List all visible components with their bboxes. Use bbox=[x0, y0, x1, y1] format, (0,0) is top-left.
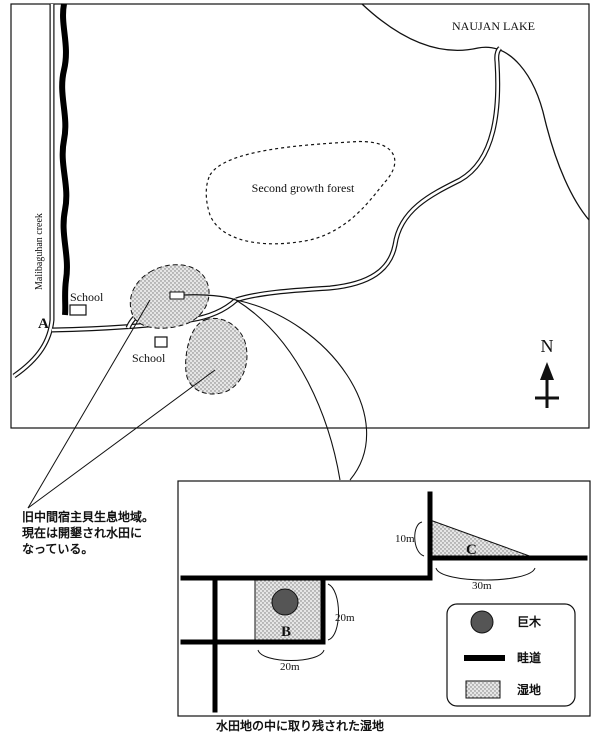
lake-shoreline bbox=[361, 3, 590, 221]
levee-lines bbox=[180, 491, 588, 713]
north-arrow-icon bbox=[535, 362, 559, 408]
forest-label: Second growth forest bbox=[252, 181, 355, 195]
figure-caption: 水田地の中に取り残された湿地 bbox=[215, 719, 384, 733]
callout-line: なっている。 bbox=[22, 542, 94, 556]
north-label: N bbox=[541, 336, 554, 356]
legend-wetland-icon bbox=[465, 680, 501, 699]
school-label-1: School bbox=[70, 290, 104, 304]
wetland-area-south bbox=[185, 318, 248, 395]
callout-text: 旧中間宿主貝生息地域。 現在は開墾され水田に なっている。 bbox=[22, 509, 192, 557]
main-map-frame bbox=[10, 3, 590, 429]
point-a-label: A bbox=[38, 316, 49, 332]
point-c-label: C bbox=[466, 542, 477, 558]
zoom-line-left bbox=[235, 299, 341, 481]
callout-line-1 bbox=[27, 299, 151, 509]
dim-30m: 30m bbox=[472, 580, 492, 592]
legend-tree-icon bbox=[470, 610, 494, 634]
callout-line: 現在は開墾され水田に bbox=[22, 526, 143, 540]
legend-label-levee: 畦道 bbox=[517, 650, 541, 665]
school-marker-1 bbox=[69, 304, 87, 316]
school-marker-2 bbox=[154, 336, 168, 348]
dim-10m: 10m bbox=[395, 533, 415, 545]
lake-label: NAUJAN LAKE bbox=[452, 19, 535, 33]
forest-outline bbox=[205, 140, 396, 245]
study-plot-marker bbox=[169, 291, 185, 300]
creek-line bbox=[59, 3, 70, 316]
legend-label-wetland: 湿地 bbox=[517, 682, 541, 697]
legend-label-tree: 巨木 bbox=[517, 614, 542, 629]
school-label-2: School bbox=[132, 351, 166, 365]
callout-line: 旧中間宿主貝生息地域。 bbox=[22, 510, 155, 524]
callout-line-2 bbox=[27, 369, 216, 509]
creek-label: Malibaguhan creek bbox=[34, 213, 45, 290]
dim-20m-right: 20m bbox=[335, 612, 355, 624]
zoom-line-right bbox=[235, 299, 368, 481]
giant-tree-icon bbox=[271, 588, 299, 616]
point-b-label: B bbox=[281, 624, 291, 640]
dim-20m-bottom: 20m bbox=[280, 661, 300, 673]
